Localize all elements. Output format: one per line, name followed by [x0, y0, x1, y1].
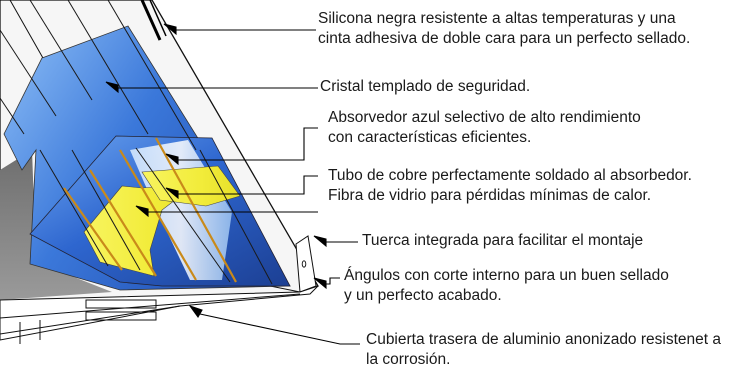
label-tuerca: Tuerca integrada para facilitar el monta… — [362, 231, 643, 251]
label-silicona-line-1: Silicona negra resistente a altas temper… — [318, 10, 676, 27]
label-cristal-line-1: Cristal templado de seguridad. — [320, 78, 531, 95]
label-fibra-line-1: Fibra de vidrio para pérdidas mínimas de… — [328, 187, 652, 204]
label-tuerca-line-1: Tuerca integrada para facilitar el monta… — [362, 232, 644, 249]
label-tubo-line-1: Tubo de cobre perfectamente soldado al a… — [328, 167, 692, 184]
label-angulos-line-1: Ángulos con corte interno para un buen s… — [344, 267, 669, 284]
label-silicona: Silicona negra resistente a altas temper… — [318, 9, 690, 49]
label-absorvedor-line-1: Absorvedor azul selectivo de alto rendim… — [328, 109, 641, 126]
copper-tubes — [63, 137, 237, 283]
label-absorvedor-line-2: con características eficientes. — [328, 129, 532, 146]
label-fibra: Fibra de vidrio para pérdidas mínimas de… — [328, 186, 651, 206]
label-tubo: Tubo de cobre perfectamente soldado al a… — [328, 166, 692, 186]
label-angulos: Ángulos con corte interno para un buen s… — [344, 266, 669, 306]
leader-lines — [105, 23, 360, 345]
label-angulos-line-2: y un perfecto acabado. — [344, 287, 502, 304]
glass-edge-lines — [0, 0, 273, 285]
label-cubierta-line-2: la corrosión. — [366, 351, 451, 368]
mounting-bracket — [295, 235, 317, 293]
label-cubierta-line-1: Cubierta trasera de aluminio anonizado r… — [366, 331, 721, 348]
back-cover — [0, 285, 319, 344]
label-cubierta: Cubierta trasera de aluminio anonizado r… — [366, 330, 721, 370]
label-absorvedor: Absorvedor azul selectivo de alto rendim… — [328, 108, 641, 148]
label-silicona-line-2: cinta adhesiva de doble cara para un per… — [318, 30, 691, 47]
label-cristal: Cristal templado de seguridad. — [320, 77, 530, 97]
